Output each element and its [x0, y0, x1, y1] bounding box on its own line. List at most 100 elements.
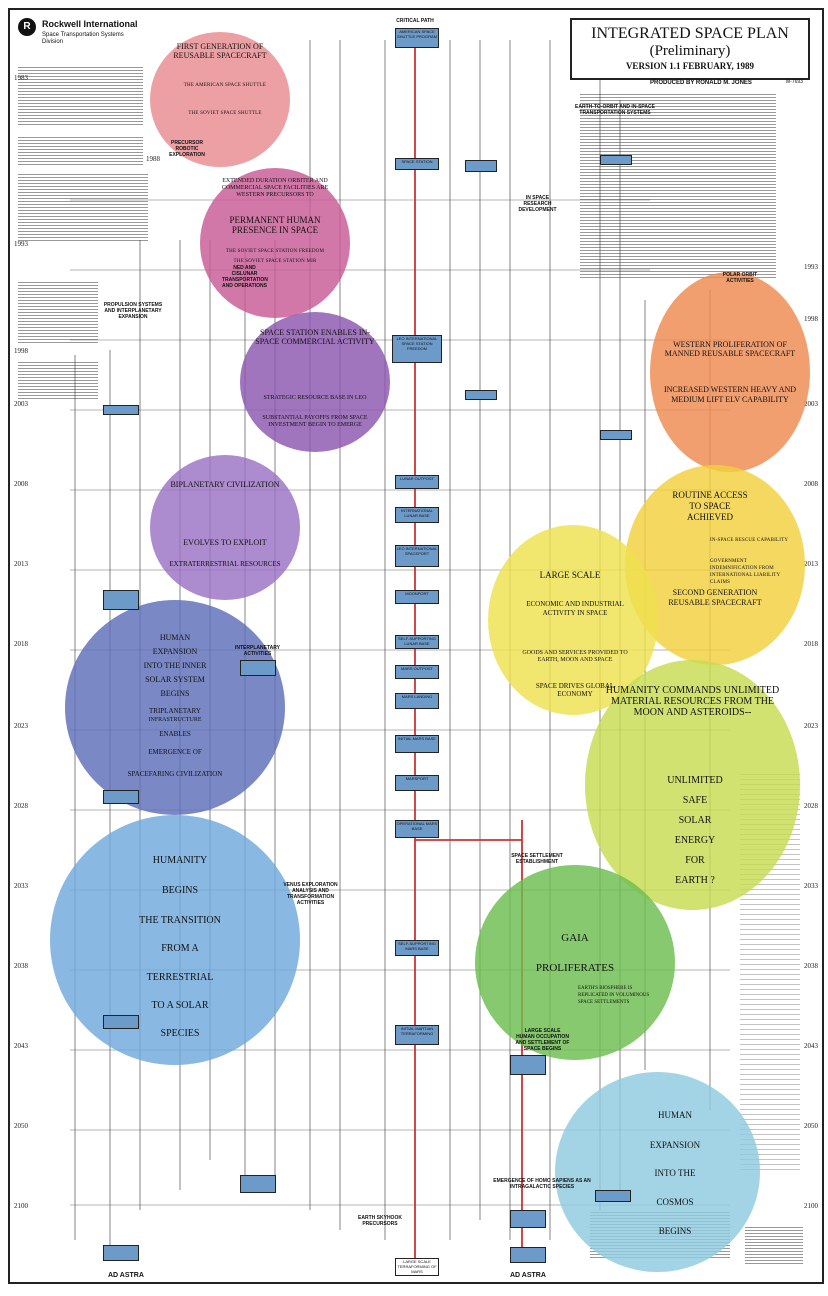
ad-astra-left: AD ASTRA — [108, 1272, 144, 1279]
year-2028-left: 2028 — [14, 802, 28, 810]
large-scale-title: LARGE SCALE — [539, 570, 601, 580]
bubble-gaia — [475, 865, 675, 1060]
material-line-1: UNLIMITED — [667, 775, 723, 786]
critical-box-shuttle: AMERICAN SPACE SHUTTLE PROGRAM — [395, 28, 439, 48]
year-2038-left: 2038 — [14, 962, 28, 970]
side-box — [600, 430, 632, 440]
bubble-transition — [50, 815, 300, 1065]
gaia-line-1: EARTH'S BIOSPHERE IS REPLICATED IN VOLUM… — [578, 986, 650, 1005]
side-box — [510, 1210, 546, 1228]
human-exp-line-2: EXPANSION — [152, 647, 198, 656]
duration-main: PERMANENT HUMAN PRESENCE IN SPACE — [229, 215, 321, 235]
material-line-3: SOLAR — [678, 815, 712, 826]
year-2033-right: 2033 — [804, 882, 818, 890]
side-box — [103, 590, 139, 610]
cosmos-line-2: EXPANSION — [649, 1140, 701, 1150]
year-2023-left: 2023 — [14, 722, 28, 730]
page-subtitle: (Preliminary) — [649, 43, 731, 59]
year-2038-right: 2038 — [804, 962, 818, 970]
critical-box-lunar-outpost: LUNAR OUTPOST — [395, 475, 439, 489]
critical-box-lunar-base: INTERNATIONAL LUNAR BASE — [395, 507, 439, 523]
cosmos-line-4: COSMOS — [656, 1197, 694, 1207]
gaia-title: GAIA — [561, 932, 589, 944]
large-scale-line-1: GOODS AND SERVICES PROVIDED TO EARTH, MO… — [522, 650, 628, 663]
transition-line-1: HUMANITY — [152, 855, 208, 866]
page-title: INTEGRATED SPACE PLAN — [591, 25, 789, 42]
large-scale-label: LARGE SCALE HUMAN OCCUPATION AND SETTLEM… — [515, 1028, 570, 1052]
intro-text-block — [580, 92, 776, 280]
research-label: IN SPACE RESEARCH DEVELOPMENT — [518, 195, 557, 213]
station-line-2: SUBSTANTIAL PAYOFFS FROM SPACE INVESTMEN… — [262, 415, 368, 428]
side-box — [240, 1175, 276, 1193]
critical-box-self-lunar: SELF-SUPPORTING LUNAR BASE — [395, 635, 439, 649]
material-title: HUMANITY COMMANDS UNLIMITED MATERIAL RES… — [605, 685, 780, 718]
producer-label: PRODUCED BY RONALD M. JONES — [650, 80, 752, 86]
critical-box-operational-mars: OPERATIONAL MARS BASE — [395, 820, 439, 838]
year-2003-left: 2003 — [14, 400, 28, 408]
year-1988-left: 1988 — [146, 155, 160, 163]
document-code: M-7693 — [786, 79, 803, 85]
material-line-2: SAFE — [682, 795, 708, 806]
year-2043-right: 2043 — [804, 1042, 818, 1050]
skyhook-label: EARTH SKYHOOK PRECURSORS — [358, 1215, 402, 1227]
western-title: WESTERN PROLIFERATION OF MANNED REUSABLE… — [664, 340, 796, 358]
year-2023-right: 2023 — [804, 722, 818, 730]
year-2033-left: 2033 — [14, 882, 28, 890]
division-name: Space Transportation Systems Division — [42, 32, 124, 45]
year-2003-right: 2003 — [804, 400, 818, 408]
emergence-label: EMERGENCE OF HOMO SAPIENS AS AN INTRAGAL… — [493, 1178, 591, 1190]
human-exp-line-9: EMERGENCE OF — [148, 748, 202, 756]
critical-box-moonport: MOONPORT — [395, 590, 439, 604]
civilization-main: EVOLVES TO EXPLOIT — [183, 538, 267, 547]
side-box — [595, 1190, 631, 1202]
year-2100-left: 2100 — [14, 1202, 28, 1210]
human-exp-line-7: INFRASTRUCTURE — [148, 717, 202, 723]
cosmos-line-5: BEGINS — [658, 1226, 692, 1236]
transition-line-6: TO A SOLAR — [151, 1000, 209, 1011]
side-box — [240, 660, 276, 676]
human-exp-line-6: TRIPLANETARY — [149, 707, 201, 715]
side-box — [600, 155, 632, 165]
large-scale-line-2: SPACE DRIVES GLOBAL ECONOMY — [535, 682, 615, 698]
bubble-western — [650, 272, 810, 472]
transition-line-2: BEGINS — [161, 885, 199, 896]
routine-main: SECOND GENERATION REUSABLE SPACECRAFT — [668, 588, 762, 607]
first-gen-line-2: THE SOVIET SPACE SHUTTLE — [188, 111, 262, 116]
western-main: INCREASED WESTERN HEAVY AND MEDIUM LIFT … — [663, 385, 797, 404]
civilization-sub: EXTRATERRESTRIAL RESOURCES — [169, 560, 281, 568]
side-box — [103, 1245, 139, 1261]
human-exp-line-1: HUMAN — [159, 633, 191, 642]
bubble-space-station — [240, 312, 390, 452]
year-1993-left: 1993 — [14, 240, 28, 248]
critical-box-freedom: LEO INTERNATIONAL SPACE STATION FREEDOM — [392, 335, 442, 363]
station-title: SPACE STATION ENABLES IN-SPACE COMMERCIA… — [255, 328, 375, 346]
soviet-table — [18, 360, 98, 400]
year-2018-left: 2018 — [14, 640, 28, 648]
transition-line-4: FROM A — [161, 943, 199, 954]
year-1983-left: 1983 — [14, 74, 28, 82]
first-gen-title: FIRST GENERATION OF REUSABLE SPACECRAFT — [173, 42, 267, 60]
routine-title: ROUTINE ACCESS TO SPACE ACHIEVED — [672, 490, 748, 522]
transition-line-3: THE TRANSITION — [139, 915, 221, 926]
launch-table-2 — [18, 135, 143, 165]
bubble-human-expansion — [65, 600, 285, 815]
venus-label: VENUS EXPLORATION ANALYSIS AND TRANSFORM… — [283, 882, 338, 906]
critical-box-initial-mars: INITIAL MARS BASE — [395, 735, 439, 753]
large-scale-main: ECONOMIC AND INDUSTRIAL ACTIVITY IN SPAC… — [526, 600, 624, 617]
year-2008-left: 2008 — [14, 480, 28, 488]
critical-box-mars-outpost: MARS OUTPOST — [395, 665, 439, 679]
year-2050-right: 2050 — [804, 1122, 818, 1130]
launch-table — [18, 65, 143, 125]
civilization-title: BIPLANETARY CIVILIZATION — [170, 480, 280, 489]
year-1998-right: 1998 — [804, 315, 818, 323]
interplanetary-label: INTERPLANETARY ACTIVITIES — [235, 645, 280, 657]
side-box — [510, 1247, 546, 1263]
year-2043-left: 2043 — [14, 1042, 28, 1050]
human-exp-line-8: ENABLES — [159, 730, 191, 738]
year-2008-right: 2008 — [804, 480, 818, 488]
transition-line-5: TERRESTRIAL — [146, 972, 214, 983]
gaia-main: PROLIFERATES — [535, 962, 615, 974]
bubble-permanent-presence — [200, 168, 350, 318]
transition-line-7: SPECIES — [160, 1028, 200, 1039]
side-box — [510, 1055, 546, 1075]
